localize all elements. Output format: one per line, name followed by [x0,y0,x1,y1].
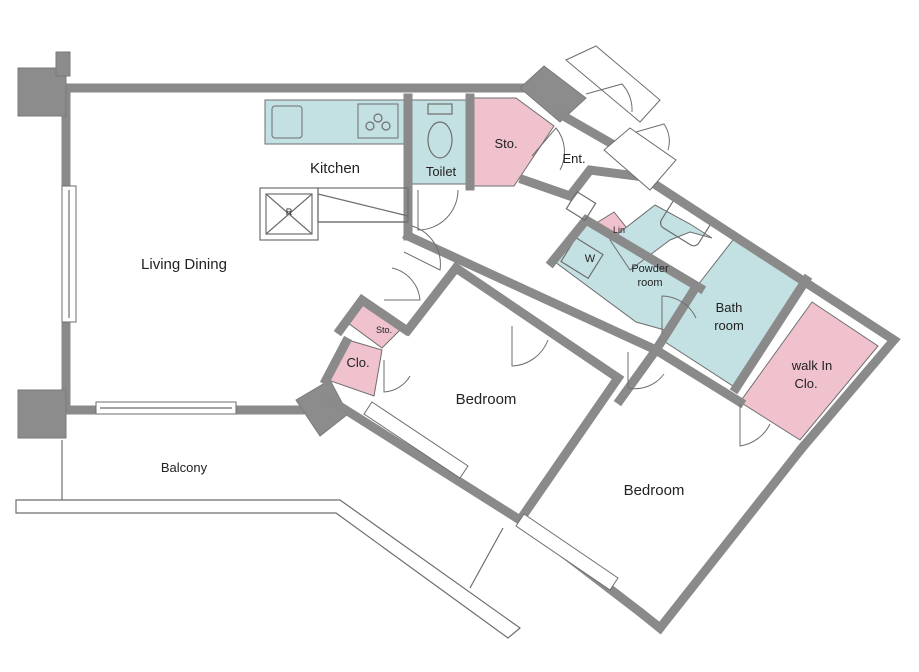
powder-room-label-1: Powder [631,263,669,275]
door-bedroom-1 [511,326,549,367]
fridge-icon [265,193,313,235]
door-closet [383,360,411,393]
shoe-cabinet [565,190,597,222]
fridge-label: R [286,207,293,217]
window-bedroom-1 [363,401,469,479]
powder-room-label-2: room [637,277,662,289]
bath-room-label-2: room [714,318,744,333]
labels: Kitchen Toilet Sto. Ent. Lin W Powder ro… [141,136,832,499]
door-bath [661,295,697,334]
balcony-label: Balcony [161,460,208,475]
walk-in-closet-label-1: walk In [791,358,832,373]
kitchen-fixtures [259,187,597,241]
cooktop [357,103,399,139]
door-toilet [417,189,459,231]
balcony-area [15,440,521,639]
bedroom-1-label: Bedroom [456,391,517,408]
bath-room-label-1: Bath [716,300,743,315]
living-dining-label: Living Dining [141,256,227,273]
walk-in-closet [739,301,879,441]
closet-label: Clo. [346,355,369,370]
kitchen-sink [271,105,303,139]
washer-label: W [585,253,596,265]
doors [383,83,771,447]
storage-small-label: Sto. [376,325,392,335]
entrance-label: Ent. [562,151,585,166]
door-hall [403,225,441,271]
room-fills [264,97,879,441]
door-bedroom-2 [627,352,665,390]
linen-label: Lin [613,225,625,235]
door-walk-in [739,404,771,447]
window-bedroom-2 [515,513,619,591]
toilet-bowl-icon [427,121,453,159]
column-entry [519,65,587,123]
walk-in-closet-label-2: Clo. [794,376,817,391]
kitchen-label: Kitchen [310,160,360,177]
windows [61,45,677,591]
window-entry [565,45,661,123]
door-storage-small [384,267,421,301]
door-storage-entry [531,127,566,171]
door-entrance [585,83,633,113]
column-bottom-left [17,389,67,439]
toilet-label: Toilet [426,164,457,179]
washer-icon [560,236,604,280]
burner-icon [365,121,375,131]
bedroom-2-label: Bedroom [624,482,685,499]
storage-entry-label: Sto. [494,136,517,151]
